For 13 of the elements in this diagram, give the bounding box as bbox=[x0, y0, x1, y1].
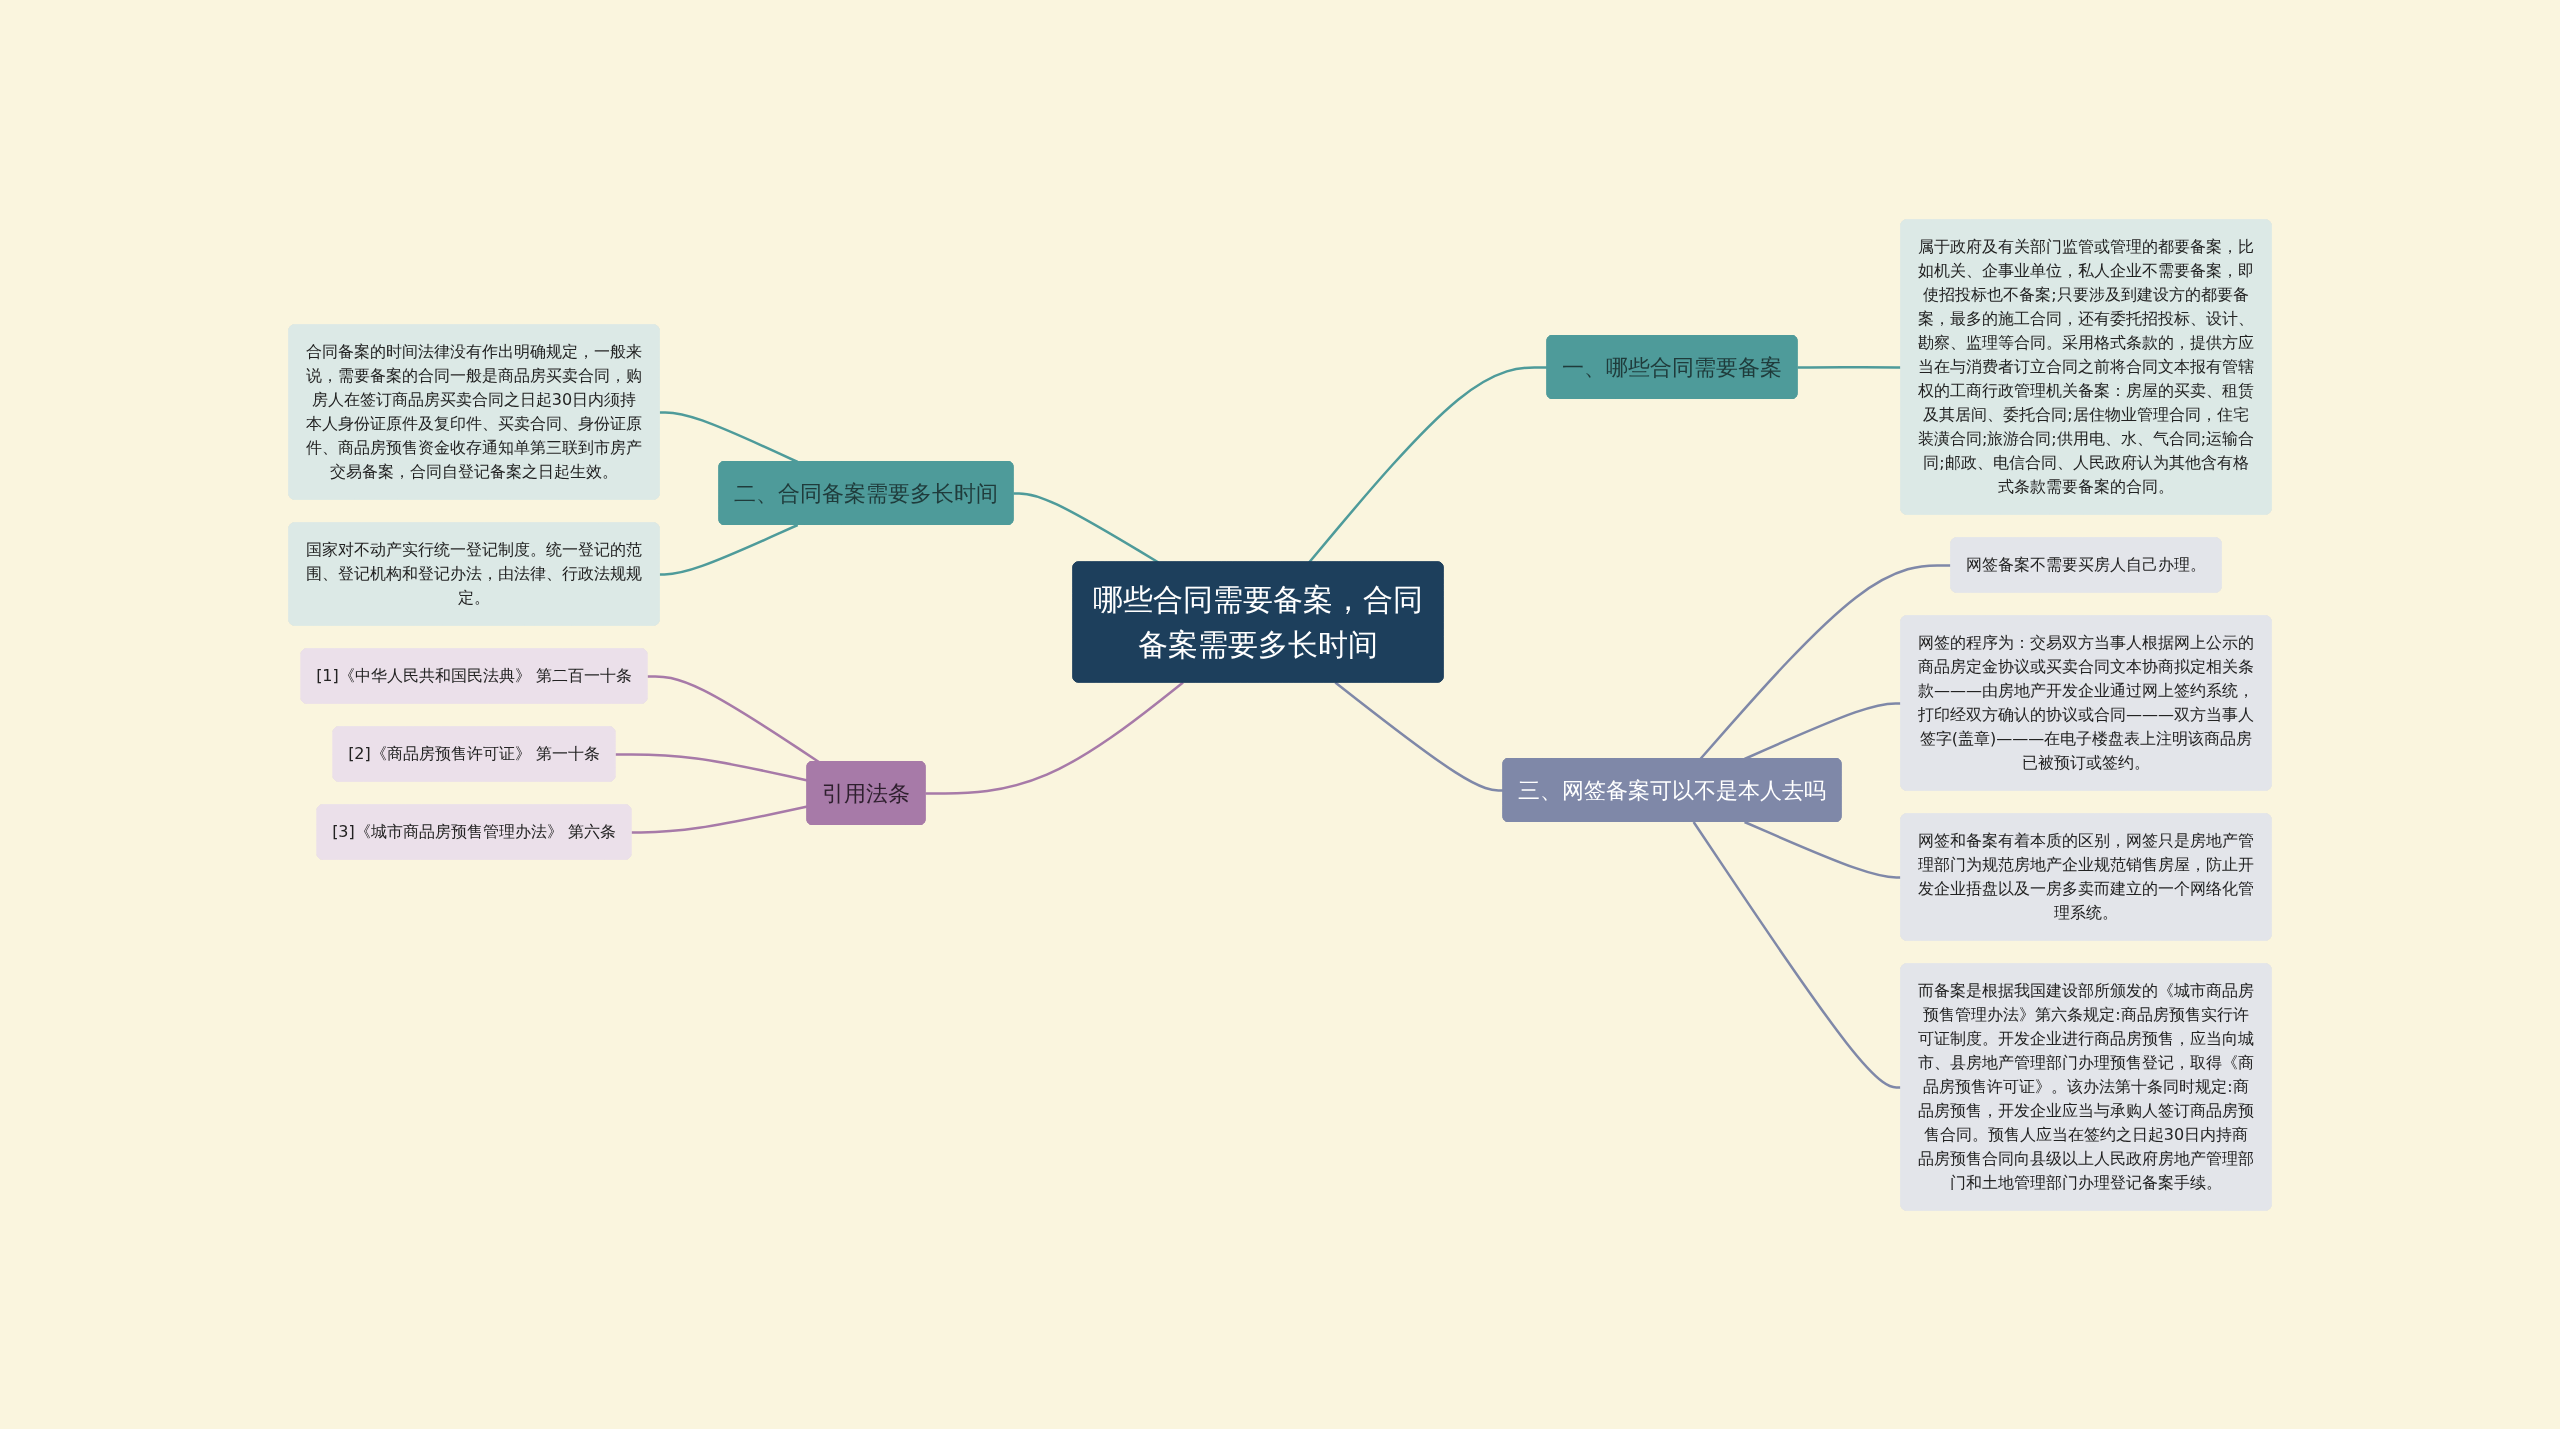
connector bbox=[1699, 563, 1952, 760]
connector bbox=[659, 410, 799, 463]
connector bbox=[925, 681, 1184, 795]
connector bbox=[647, 674, 820, 763]
connector bbox=[1744, 820, 1902, 879]
connector bbox=[1797, 365, 1902, 369]
connector bbox=[1692, 820, 1902, 1089]
connector bbox=[1308, 365, 1548, 563]
connector bbox=[659, 523, 799, 576]
connector bbox=[615, 752, 808, 782]
connector bbox=[1744, 701, 1902, 760]
connector bbox=[1334, 681, 1504, 792]
connector bbox=[631, 804, 808, 834]
